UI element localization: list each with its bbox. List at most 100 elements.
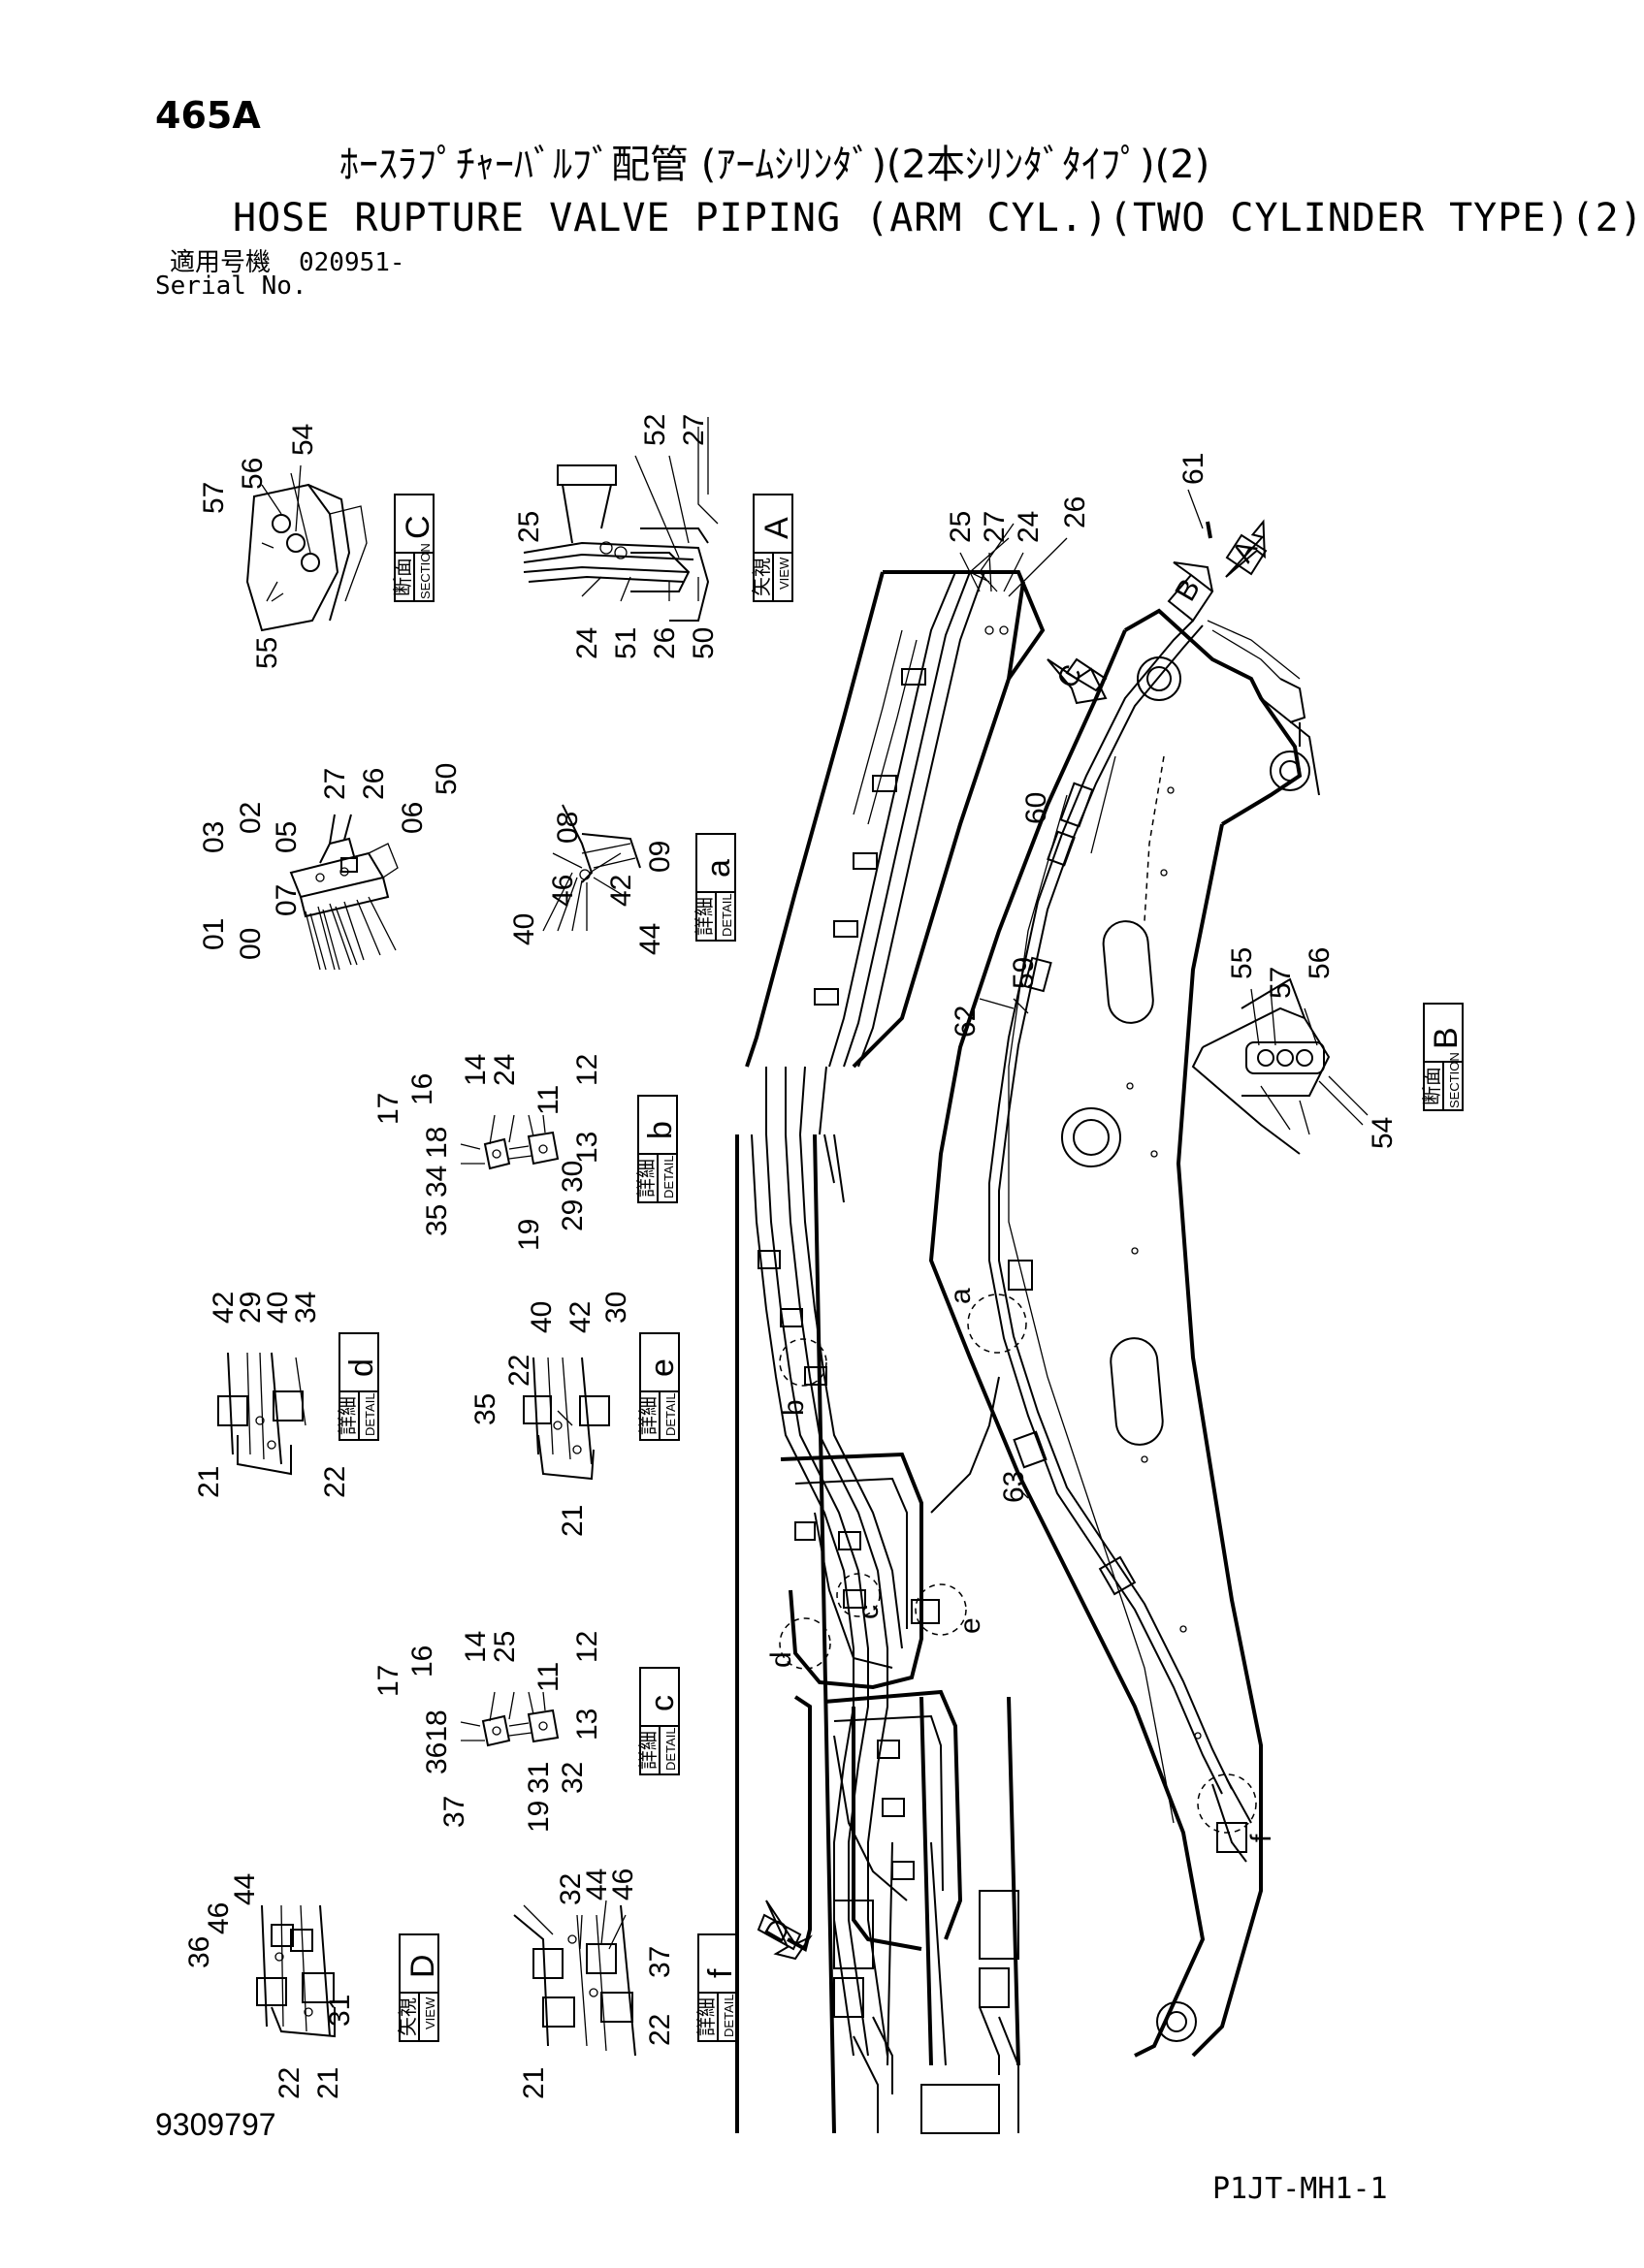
part-29: 29	[557, 1199, 589, 1231]
svg-text:詳: 詳	[694, 2017, 718, 2036]
part-01: 01	[198, 918, 230, 950]
svg-text:細: 細	[636, 1731, 660, 1750]
serial-label-english: Serial No.	[155, 272, 307, 301]
part-31: 31	[523, 1762, 555, 1794]
svg-text:細: 細	[694, 1997, 718, 2017]
svg-text:b: b	[642, 1121, 679, 1139]
detail-a-drawing	[542, 804, 641, 932]
part-09: 09	[644, 841, 676, 873]
part-17: 17	[372, 1665, 404, 1697]
part-56: 56	[237, 458, 269, 490]
svg-text:VIEW: VIEW	[777, 557, 791, 590]
boom-top-hoses	[745, 523, 1046, 1069]
part-25: 25	[489, 1631, 521, 1663]
detail-e-drawing	[523, 1357, 610, 1481]
part-40: 40	[262, 1292, 294, 1324]
section-b-label-box: B 断 面 SECTION	[1420, 1003, 1465, 1111]
part-29: 29	[235, 1292, 267, 1324]
part-55: 55	[251, 637, 283, 669]
part-14: 14	[460, 1054, 492, 1086]
serial-label-japanese: 適用号機	[170, 248, 272, 277]
callout-b: b	[778, 1399, 810, 1416]
part-26: 26	[1059, 496, 1091, 528]
section-c-label-box: C 断 面 SECTION	[391, 494, 436, 602]
part-27: 27	[979, 511, 1011, 543]
callout-a: a	[945, 1288, 977, 1304]
part-17: 17	[372, 1093, 404, 1125]
part-63: 63	[998, 1471, 1030, 1503]
part-51: 51	[610, 627, 642, 659]
part-11: 11	[532, 1662, 564, 1692]
part-26: 26	[649, 627, 681, 659]
part-44: 44	[581, 1869, 613, 1901]
svg-text:断: 断	[1420, 1086, 1443, 1105]
svg-text:視: 視	[750, 558, 773, 577]
svg-text:詳: 詳	[336, 1416, 359, 1435]
part-24: 24	[489, 1054, 521, 1086]
manifold-drawing	[289, 814, 399, 971]
svg-text:e: e	[644, 1358, 681, 1377]
part-30: 30	[600, 1292, 632, 1324]
svg-text:DETAIL: DETAIL	[663, 1727, 678, 1771]
part-05: 05	[271, 821, 303, 853]
page-code: 465A	[155, 94, 261, 137]
arrow-d: D	[757, 1900, 813, 1961]
section-c-view	[245, 464, 368, 632]
arrow-b: B	[1167, 561, 1214, 623]
title-english: HOSE RUPTURE VALVE PIPING (ARM CYL.)(TWO…	[233, 196, 1644, 240]
part-35: 35	[469, 1393, 501, 1425]
part-32: 32	[557, 1762, 589, 1794]
part-46: 46	[203, 1902, 235, 1934]
svg-text:矢: 矢	[396, 2017, 419, 2036]
piping-diagram: 57 56 54 55 C 断 面 SECTION 52 27 25 24 51…	[183, 414, 1465, 2134]
svg-text:細: 細	[634, 1159, 658, 1178]
view-a-label-box: A 矢 視 VIEW	[750, 494, 795, 602]
part-27: 27	[319, 768, 351, 800]
callout-e: e	[954, 1617, 986, 1634]
arm-hose-line	[967, 620, 1301, 1863]
svg-text:細: 細	[636, 1396, 660, 1416]
part-56: 56	[1304, 947, 1336, 979]
svg-text:DETAIL: DETAIL	[663, 1392, 678, 1436]
part-21: 21	[557, 1505, 589, 1537]
part-03: 03	[198, 821, 230, 853]
svg-text:細: 細	[693, 897, 716, 916]
part-50: 50	[688, 627, 720, 659]
part-16: 16	[406, 1645, 438, 1677]
svg-text:細: 細	[336, 1396, 359, 1416]
part-24: 24	[1013, 511, 1045, 543]
section-b-view	[1191, 977, 1369, 1155]
part-60: 60	[1020, 792, 1052, 824]
part-11: 11	[532, 1085, 564, 1115]
svg-text:DETAIL: DETAIL	[363, 1392, 377, 1436]
part-54: 54	[1367, 1117, 1399, 1149]
callout-d: d	[765, 1651, 797, 1668]
view-d-label-box: D 矢 視 VIEW	[396, 1933, 441, 2042]
part-00: 00	[235, 928, 267, 960]
part-42: 42	[605, 875, 637, 907]
part-16: 16	[406, 1073, 438, 1105]
part-21: 21	[193, 1466, 225, 1498]
part-57: 57	[198, 482, 230, 514]
part-02: 02	[235, 802, 267, 834]
svg-text:f: f	[702, 1968, 739, 1978]
detail-a-label-box: a 詳 細 DETAIL	[693, 833, 737, 942]
svg-text:SECTION: SECTION	[1447, 1052, 1462, 1108]
part-14: 14	[460, 1631, 492, 1663]
part-55: 55	[1226, 947, 1258, 979]
svg-text:矢: 矢	[750, 577, 773, 596]
svg-text:D: D	[404, 1954, 441, 1978]
svg-text:面: 面	[391, 558, 414, 577]
drawing-number: 9309797	[155, 2107, 276, 2142]
part-3618: 3618	[421, 1709, 453, 1774]
part-37: 37	[438, 1796, 470, 1828]
part-22: 22	[274, 2067, 306, 2099]
part-42: 42	[208, 1292, 240, 1324]
title-japanese: ﾎｰｽﾗﾌﾟﾁｬｰﾊﾞﾙﾌﾞ配管 (ｱｰﾑｼﾘﾝﾀﾞ)(2本ｼﾘﾝﾀﾞﾀｲﾌﾟ)…	[339, 143, 1210, 187]
part-46: 46	[547, 875, 579, 907]
part-44: 44	[634, 923, 666, 955]
detail-d-label-box: d 詳 細 DETAIL	[336, 1332, 380, 1441]
svg-text:断: 断	[391, 577, 414, 596]
part-31: 31	[324, 1995, 356, 2027]
svg-text:DETAIL: DETAIL	[722, 1994, 736, 2037]
